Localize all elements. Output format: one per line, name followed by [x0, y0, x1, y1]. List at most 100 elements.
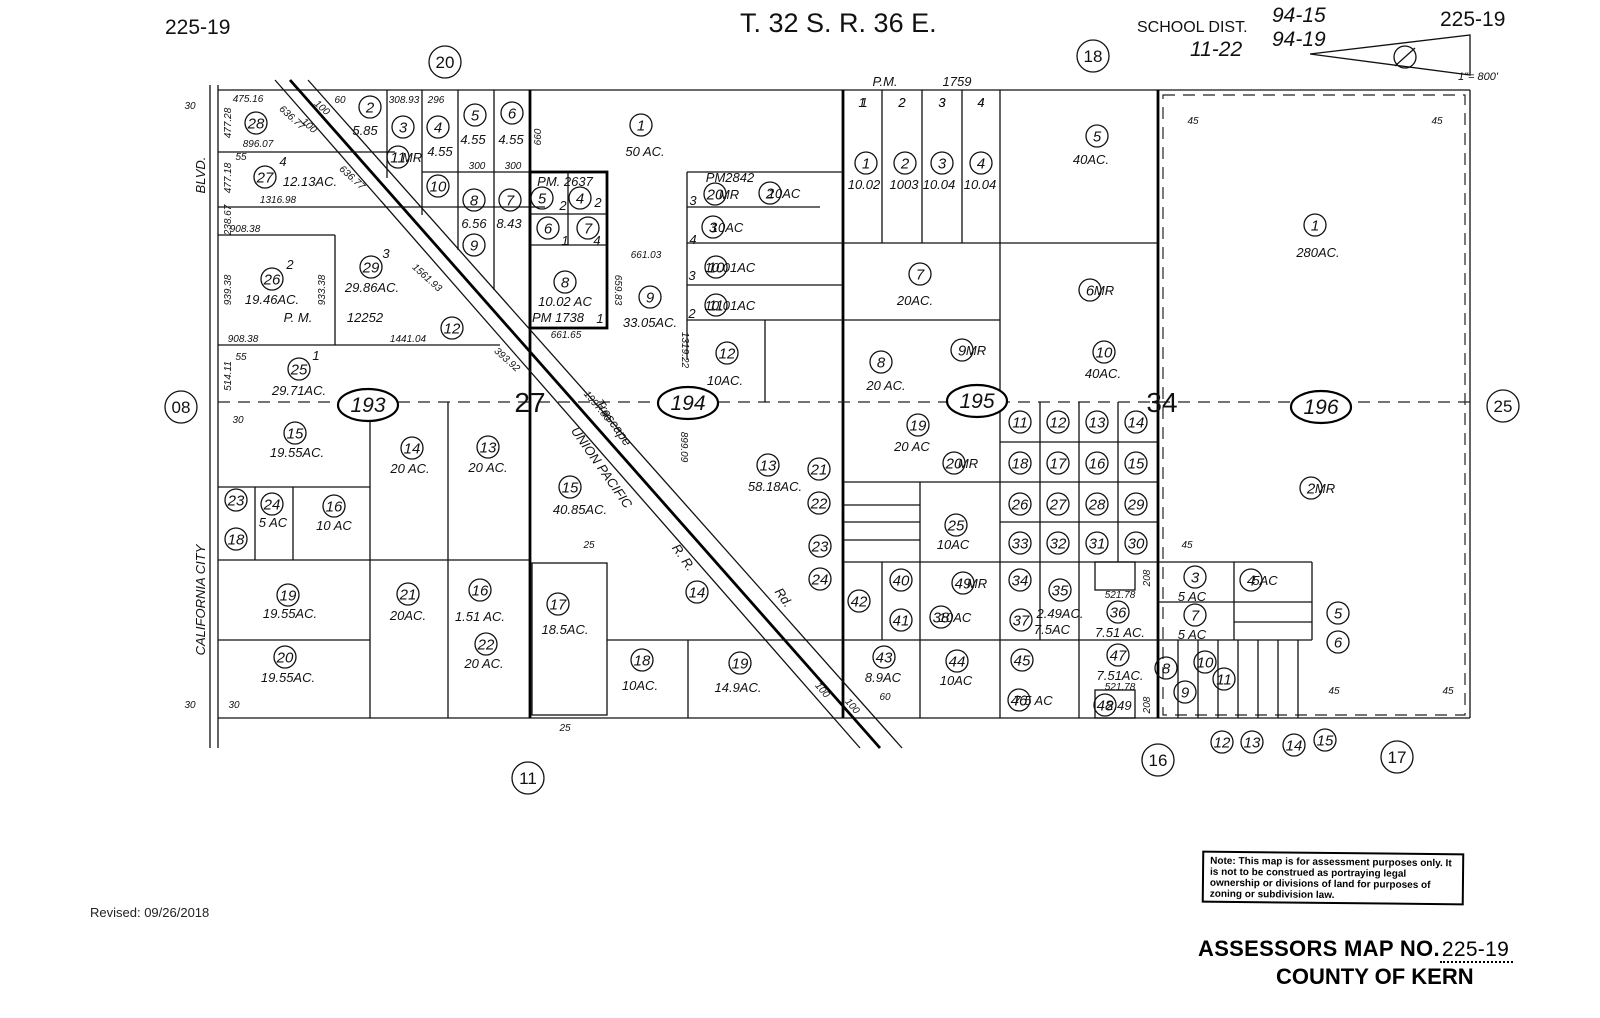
parcel[interactable]: 410.04	[964, 151, 997, 192]
adjacent-map-link[interactable]: 17	[1380, 740, 1414, 774]
parcel[interactable]: 23	[808, 534, 832, 558]
parcel[interactable]: 9	[1173, 680, 1197, 704]
parcel[interactable]: 29	[1124, 492, 1148, 516]
parcel[interactable]: 9	[462, 233, 486, 257]
parcel[interactable]: 35	[1048, 578, 1072, 602]
parcel[interactable]: 14	[1124, 410, 1148, 434]
book-page-link[interactable]: 196	[1289, 389, 1353, 425]
parcel[interactable]: 26	[1008, 492, 1032, 516]
parcel[interactable]: 810.02 AC	[538, 270, 592, 309]
parcel[interactable]: 34	[1008, 568, 1032, 592]
parcel[interactable]: 13	[1085, 410, 1109, 434]
parcel[interactable]: 44.55	[426, 115, 453, 159]
parcel[interactable]: 438.9AC	[865, 645, 902, 685]
parcel[interactable]: 25.85	[352, 95, 382, 138]
parcel[interactable]: 5	[1326, 601, 1350, 625]
parcel[interactable]: 150 AC.	[625, 113, 665, 159]
parcel[interactable]: 15	[1313, 728, 1337, 752]
parcel[interactable]: 13	[1240, 730, 1264, 754]
parcel[interactable]: 18	[224, 527, 248, 551]
parcel[interactable]: 161.51 AC.	[455, 578, 505, 624]
parcel[interactable]: 820 AC.	[865, 350, 906, 393]
adjacent-map-link[interactable]: 16	[1141, 743, 1175, 777]
parcel[interactable]: 16	[1085, 451, 1109, 475]
parcel[interactable]: 933.05AC.	[623, 285, 677, 330]
parcel[interactable]: 22	[807, 491, 831, 515]
parcel[interactable]: 86.56	[461, 188, 487, 231]
parcel[interactable]: 477.51AC.	[1097, 643, 1144, 683]
parcel[interactable]: 4	[568, 186, 592, 210]
parcel[interactable]: 110.02	[848, 151, 881, 192]
parcel[interactable]: 367.51 AC.	[1095, 600, 1145, 640]
parcel[interactable]: 41	[889, 608, 913, 632]
parcel[interactable]: 467.5 AC	[1007, 688, 1053, 712]
parcel[interactable]: 6	[536, 216, 560, 240]
parcel[interactable]: 28	[1085, 492, 1109, 516]
adjacent-map-link[interactable]: 08	[164, 390, 198, 424]
parcel[interactable]: 42	[847, 589, 871, 613]
parcel[interactable]: 11	[1008, 410, 1032, 434]
parcel[interactable]: 7	[576, 216, 600, 240]
parcel[interactable]: 310.04	[923, 151, 956, 192]
parcel[interactable]: 5	[530, 186, 554, 210]
parcel[interactable]: 11	[1212, 667, 1236, 691]
book-page-link[interactable]: 194	[656, 385, 720, 421]
parcel[interactable]: 245 AC	[259, 492, 288, 530]
adjacent-map-link[interactable]: 18	[1076, 39, 1110, 73]
parcel[interactable]: 30	[1124, 531, 1148, 555]
parcel[interactable]: 8	[1154, 656, 1178, 680]
book-page-link[interactable]: 195	[945, 383, 1009, 419]
parcel[interactable]: 10	[426, 174, 450, 198]
parcel[interactable]: 18	[1008, 451, 1032, 475]
parcel[interactable]: 54.55	[460, 103, 487, 147]
parcel[interactable]: 28	[244, 111, 268, 135]
parcel[interactable]: 482.49	[1093, 693, 1132, 717]
parcel[interactable]: 12	[440, 316, 464, 340]
parcel[interactable]: 32	[1046, 531, 1070, 555]
parcel[interactable]: 78.43	[496, 188, 522, 231]
parcel[interactable]: 3	[391, 115, 415, 139]
parcel[interactable]: 31	[1085, 531, 1109, 555]
parcel[interactable]: 10	[1193, 650, 1217, 674]
parcel[interactable]: 17	[1046, 451, 1070, 475]
parcel[interactable]: 6	[1326, 630, 1350, 654]
parcel[interactable]: 27	[1046, 492, 1070, 516]
parcel[interactable]: 40	[889, 568, 913, 592]
adjacent-map-link[interactable]: 20	[428, 45, 462, 79]
parcel[interactable]: 64.55	[498, 101, 524, 147]
parcel[interactable]: 14	[685, 580, 709, 604]
parcel[interactable]: 14	[1282, 733, 1306, 757]
adjacent-map-link[interactable]: 11	[511, 761, 545, 795]
